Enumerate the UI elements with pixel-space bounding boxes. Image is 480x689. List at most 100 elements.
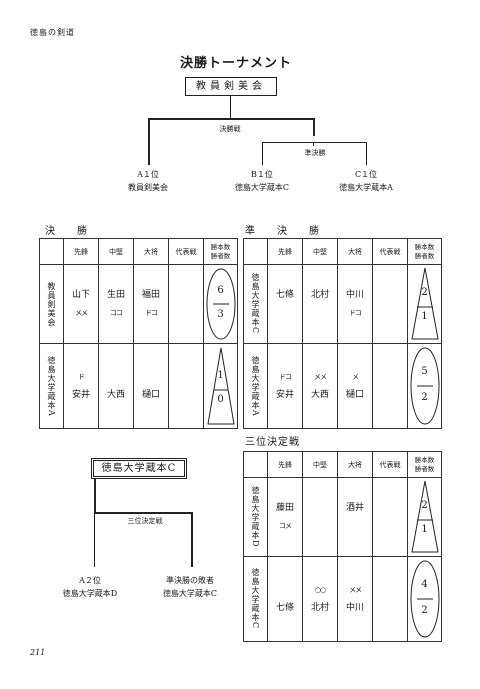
- col-score: 勝本数勝者数: [407, 238, 442, 265]
- match-cell: 生田ココ: [98, 264, 134, 344]
- entry-c1: C１位徳島大学蔵本A: [339, 170, 393, 192]
- match-cell: メメ大西: [302, 343, 338, 429]
- bracket-line: [191, 512, 193, 567]
- col-chuken: 中堅: [302, 451, 338, 478]
- match-cell: 山下メメ: [63, 264, 99, 344]
- bracket-line: [262, 142, 367, 143]
- col-daihyosen: 代表戦: [372, 451, 408, 478]
- bracket-line: [148, 118, 314, 120]
- running-head: 徳島の剣道: [30, 28, 75, 37]
- score-cell: 5 2: [407, 343, 442, 429]
- bracket-line: [262, 142, 263, 165]
- winner-ellipse: [410, 560, 440, 638]
- entry-b1: B１位徳島大学蔵本C: [234, 170, 290, 192]
- team-name: 徳島大学蔵本C: [243, 556, 268, 642]
- bracket-line: [313, 118, 315, 136]
- score-top: 2: [421, 287, 428, 298]
- team-name: 徳島大学蔵本C: [243, 264, 268, 344]
- score-bottom: 1: [421, 311, 428, 322]
- entry-a1: A１位教員剣美会: [128, 170, 168, 192]
- bracket-line: [366, 142, 367, 165]
- match-cell: 藤田コメ: [267, 477, 303, 557]
- col-senpo: 先鋒: [267, 451, 303, 478]
- bracket-line: [230, 96, 231, 118]
- col-daihyosen: 代表戦: [168, 238, 204, 265]
- match-cell: ○○北村: [302, 556, 338, 642]
- col-senpo: 先鋒: [63, 238, 99, 265]
- page-number: 211: [30, 648, 46, 657]
- champion-box: 教員剣美会: [185, 77, 277, 96]
- score-cell: 2 1: [407, 264, 442, 344]
- final-heading: 決 勝: [45, 226, 93, 237]
- match-cell: [168, 264, 204, 344]
- final-table: 先鋒 中堅 大将 代表戦 勝本数勝者数 教員剣美会 山下メメ 生田ココ 福田ドコ…: [39, 238, 238, 429]
- entry-a2: A２位徳島大学蔵本D: [62, 576, 118, 598]
- score-bottom: 1: [421, 524, 428, 535]
- match-cell: ドコ安井: [267, 343, 303, 429]
- bracket-line: [94, 512, 95, 567]
- match-cell: 福田ドコ: [133, 264, 169, 344]
- score-top: 5: [421, 366, 428, 377]
- col-chuken: 中堅: [98, 238, 134, 265]
- match-cell: [372, 556, 408, 642]
- score-top: 6: [217, 285, 224, 296]
- match-cell: メメ中川: [337, 556, 373, 642]
- loser-triangle: [411, 267, 439, 340]
- loser-triangle: [411, 480, 439, 553]
- page-title: 決勝トーナメント: [180, 56, 293, 71]
- match-cell: 樋口: [133, 343, 169, 429]
- final-label: 決勝戦: [219, 125, 241, 133]
- loser-triangle: [207, 347, 235, 425]
- match-cell: メ樋口: [337, 343, 373, 429]
- semifinal-label: 準決勝: [304, 149, 326, 157]
- col-taisho: 大将: [133, 238, 169, 265]
- bracket-line: [94, 512, 192, 514]
- col-senpo: 先鋒: [267, 238, 303, 265]
- bracket-line: [148, 118, 150, 165]
- match-cell: [372, 477, 408, 557]
- col-taisho: 大将: [337, 238, 373, 265]
- bracket-line: [94, 479, 96, 513]
- team-name: 教員剣美会: [39, 264, 64, 344]
- col-score: 勝本数勝者数: [407, 451, 442, 478]
- score-bottom: 0: [217, 394, 224, 405]
- match-cell: [168, 343, 204, 429]
- score-cell: 6 3: [203, 264, 238, 344]
- third-place-label: 三位決定戦: [127, 517, 163, 525]
- team-name: 徳島大学蔵本D: [243, 477, 268, 557]
- winner-ellipse: [206, 268, 236, 340]
- corner-cell: [243, 238, 268, 265]
- third-place-heading: 三位決定戦: [245, 437, 300, 448]
- match-cell: 七條: [267, 556, 303, 642]
- score-bottom: 3: [217, 309, 224, 320]
- score-cell: 2 1: [407, 477, 442, 557]
- corner-cell: [39, 238, 64, 265]
- match-cell: 大西: [98, 343, 134, 429]
- col-score: 勝本数勝者数: [203, 238, 238, 265]
- match-cell: 中川ドコ: [337, 264, 373, 344]
- col-taisho: 大将: [337, 451, 373, 478]
- semifinal-table: 先鋒 中堅 大将 代表戦 勝本数勝者数 徳島大学蔵本C 七條 北村 中川ドコ 2…: [243, 238, 442, 429]
- score-top: 1: [217, 370, 224, 381]
- score-top: 2: [421, 500, 428, 511]
- team-name: 徳島大学蔵本A: [243, 343, 268, 429]
- third-place-winner-box: 徳島大学蔵本C: [91, 458, 187, 479]
- team-name: 徳島大学蔵本A: [39, 343, 64, 429]
- col-daihyosen: 代表戦: [372, 238, 408, 265]
- match-cell: 北村: [302, 264, 338, 344]
- match-cell: 七條: [267, 264, 303, 344]
- bracket-line: [313, 142, 314, 146]
- third-place-table: 先鋒 中堅 大将 代表戦 勝本数勝者数 徳島大学蔵本D 藤田コメ 酒井 2 1 …: [243, 451, 442, 642]
- semifinal-heading: 準 決 勝: [245, 226, 325, 237]
- score-bottom: 2: [421, 392, 428, 403]
- match-cell: [372, 264, 408, 344]
- score-bottom: 2: [421, 605, 428, 616]
- match-cell: 酒井: [337, 477, 373, 557]
- entry-semifinal-loser: 準決勝の敗者徳島大学蔵本C: [162, 576, 218, 598]
- winner-ellipse: [410, 347, 440, 425]
- score-cell: 4 2: [407, 556, 442, 642]
- corner-cell: [243, 451, 268, 478]
- match-cell: [302, 477, 338, 557]
- score-cell: 1 0: [203, 343, 238, 429]
- score-top: 4: [421, 579, 428, 590]
